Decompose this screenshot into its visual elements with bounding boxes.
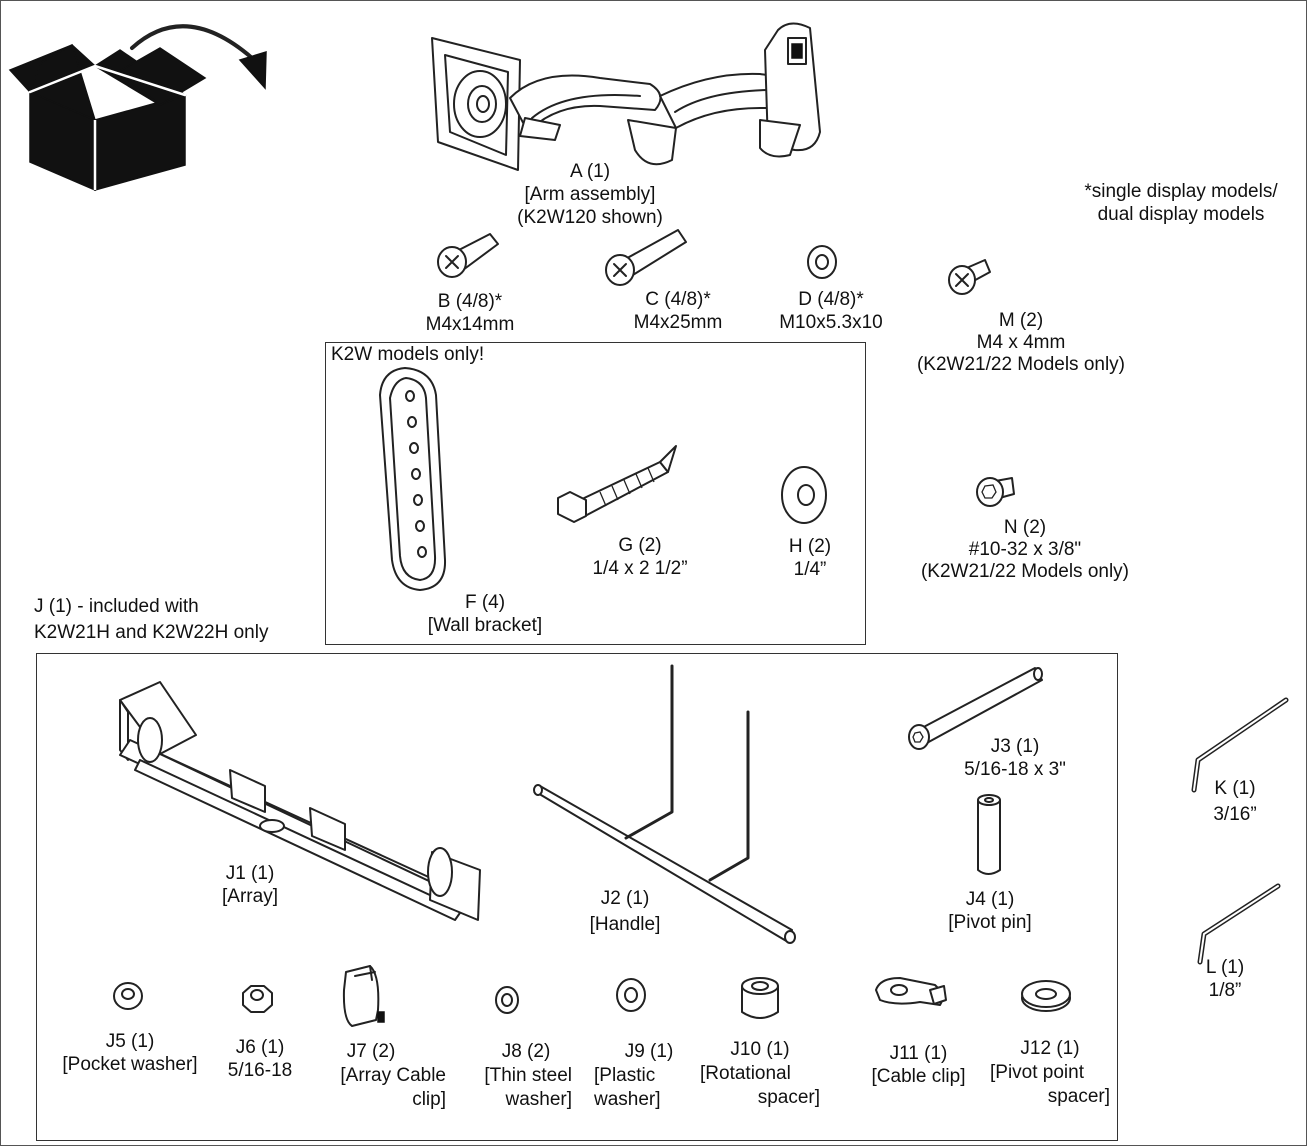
open-box-icon [8, 43, 207, 192]
part-g-label: G (2)1/4 x 2 1/2” [592, 535, 688, 579]
part-n-label: N (2)#10-32 x 3/8"(K2W21/22 Models only) [920, 517, 1130, 582]
washer-icon [616, 978, 646, 1012]
washer-icon [1021, 980, 1071, 1012]
k2w-only-note: K2W models only! [331, 344, 485, 365]
part-h-label: H (2)1/4” [788, 536, 832, 580]
hex-key-icon [1197, 883, 1281, 965]
washer-icon [807, 245, 837, 279]
cable-clip-icon [342, 965, 385, 1027]
screw-icon [908, 667, 1043, 750]
washer-icon [113, 982, 143, 1010]
models-note: *single display models/dual display mode… [1084, 181, 1278, 225]
handle-icon [533, 664, 796, 944]
arm-assembly-icon [431, 22, 821, 171]
screw-icon [437, 233, 499, 278]
part-d-label: D (4/8)*M10x5.3x10 [779, 289, 883, 333]
part-l-label: L (1)1/8” [1205, 957, 1245, 1001]
k2w-only-box [325, 342, 866, 645]
part-k-label: K (1)3/16” [1213, 778, 1257, 825]
hex-nut-icon [242, 985, 273, 1013]
hex-key-icon [1191, 697, 1289, 793]
pivot-pin-icon [977, 794, 1001, 875]
part-f-label: F (4)[Wall bracket] [427, 592, 543, 636]
part-j6-label: J6 (1)5/16-18 [227, 1037, 293, 1081]
screw-icon [605, 229, 687, 286]
part-j4-label: J4 (1)[Pivot pin] [948, 889, 1032, 933]
lag-bolt-icon [557, 445, 677, 523]
part-j2-label: J2 (1)[Handle] [589, 888, 661, 935]
part-j3-label: J3 (1)5/16-18 x 3" [964, 736, 1066, 780]
screw-icon [976, 477, 1015, 507]
washer-icon [781, 466, 827, 524]
part-a-label: A (1)[Arm assembly](K2W120 shown) [517, 161, 663, 228]
part-j1-label: J1 (1)[Array] [222, 863, 278, 907]
part-m-label: M (2)M4 x 4mm(K2W21/22 Models only) [916, 310, 1126, 375]
j-kit-box [36, 653, 1118, 1141]
part-c-label: C (4/8)*M4x25mm [633, 289, 723, 333]
part-j11-label: J11 (1)[Cable clip] [871, 1043, 966, 1087]
part-b-label: B (4/8)*M4x14mm [425, 291, 515, 335]
cable-clip-icon [875, 977, 947, 1006]
spacer-icon [741, 977, 779, 1019]
washer-icon [495, 986, 519, 1014]
curved-arrow-icon [130, 24, 267, 90]
array-icon [119, 681, 481, 921]
wall-bracket-icon [379, 367, 447, 591]
part-j5-label: J5 (1)[Pocket washer] [62, 1031, 198, 1075]
screw-icon [948, 259, 991, 295]
